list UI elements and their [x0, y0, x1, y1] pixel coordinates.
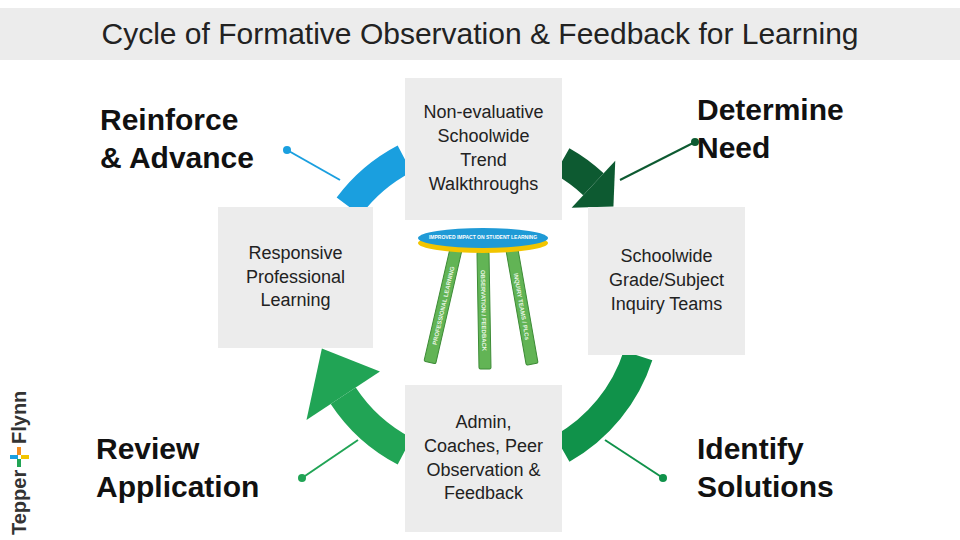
stool-leg: PROFESSIONAL LEARNING	[423, 246, 462, 364]
process-box: Schoolwide Grade/Subject Inquiry Teams	[588, 207, 745, 355]
stool-leg: OBSERVATION / FEEDBACK	[476, 251, 491, 369]
node-text: INQUIRY TEAMS / PLCs	[513, 272, 531, 340]
process-box: Responsive Professional Learning	[218, 207, 373, 348]
leader-dot	[659, 474, 667, 482]
diagram-title: Cycle of Formative Observation & Feedbac…	[0, 8, 960, 60]
stool-leg: INQUIRY TEAMS / PLCs	[505, 247, 538, 365]
node-text: PROFESSIONAL LEARNING	[431, 265, 455, 345]
arc-segment	[349, 159, 405, 207]
node-text: OBSERVATION / FEEDBACK	[480, 269, 487, 350]
process-box: Admin, Coaches, Peer Observation & Feedb…	[405, 385, 562, 532]
stool-seat: IMPROVED IMPACT ON STUDENT LEARNING	[417, 226, 549, 254]
logo-bar	[17, 447, 21, 455]
leader-line	[620, 142, 695, 180]
arrow-head	[306, 349, 379, 420]
logo-text: Flynn	[8, 391, 30, 444]
cycle-arrow	[306, 349, 404, 452]
title-band	[0, 8, 960, 60]
cycle-arrow	[562, 356, 638, 449]
node-text: Schoolwide Grade/Subject Inquiry Teams	[606, 245, 727, 317]
leader-line	[302, 440, 358, 478]
stage-label: Reinforce & Advance	[100, 101, 260, 177]
leader-line	[287, 150, 340, 180]
arc-segment	[562, 356, 638, 449]
arc-segment	[562, 161, 593, 184]
leader-dot	[298, 474, 306, 482]
node-text: Responsive Professional Learning	[236, 242, 355, 314]
cycle-arrow	[349, 159, 405, 207]
seat-top	[418, 228, 548, 248]
arrow-head	[572, 161, 616, 208]
node-text: Admin, Coaches, Peer Observation & Feedb…	[423, 411, 544, 507]
stage-label: Identify Solutions	[697, 430, 897, 506]
logo-bar	[10, 455, 18, 459]
arc-segment	[343, 396, 404, 452]
logo-bar	[17, 459, 21, 467]
stage-label: Review Application	[96, 430, 296, 506]
logo-mark	[10, 447, 29, 467]
stage-label: Determine Need	[697, 91, 897, 167]
process-box: Non-evaluative Schoolwide Trend Walkthro…	[405, 78, 562, 220]
logo-text: Tepper	[8, 470, 30, 535]
logo-bar	[21, 455, 29, 459]
seat-shape	[417, 226, 549, 254]
leader-dot	[283, 146, 291, 154]
cycle-arrow	[562, 161, 615, 208]
node-text: Non-evaluative Schoolwide Trend Walkthro…	[423, 101, 544, 197]
leader-line	[605, 440, 663, 478]
node-text: IMPROVED IMPACT ON STUDENT LEARNING	[429, 235, 537, 240]
